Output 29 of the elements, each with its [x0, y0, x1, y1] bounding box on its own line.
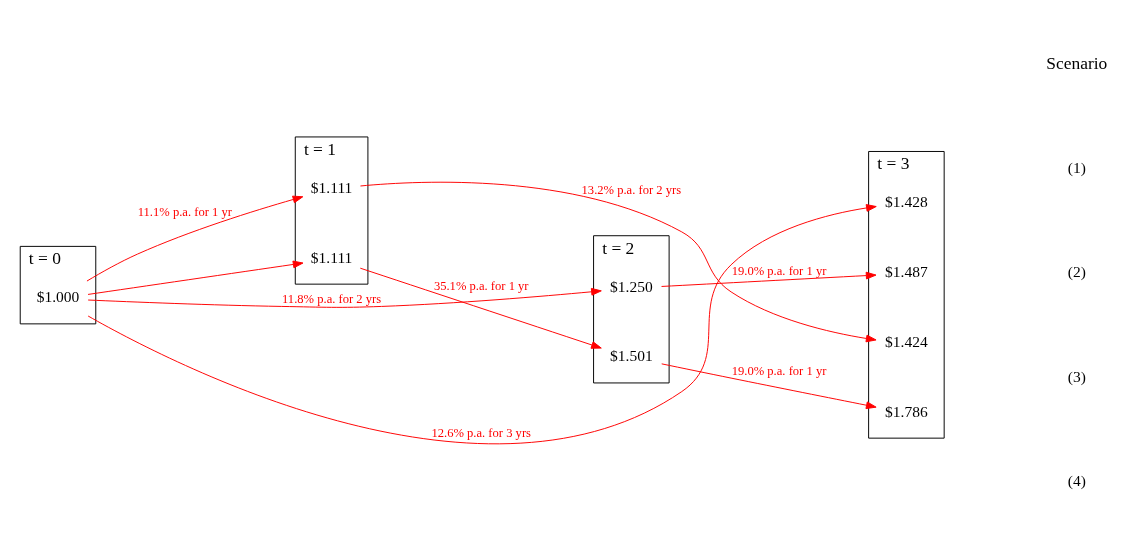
edge-label: 19.0% p.a. for 1 yr — [731, 263, 827, 278]
edge-label: 35.1% p.a. for 1 yr — [433, 279, 529, 294]
edge-label: 13.2% p.a. for 2 yrs — [581, 182, 682, 197]
arrow — [87, 287, 602, 308]
edge-label: 19.0% p.a. for 1 yr — [731, 363, 827, 378]
arrow — [360, 181, 877, 343]
node-text: $1.501 — [610, 347, 653, 365]
arrow — [87, 260, 304, 295]
node-text: $1.250 — [610, 277, 653, 295]
arrow — [86, 195, 304, 282]
node-text: $1.428 — [885, 193, 928, 211]
node-text: $1.786 — [885, 402, 928, 420]
edge-label: 11.8% p.a. for 2 yrs — [282, 291, 382, 306]
edge-label: 12.6% p.a. for 3 yrs — [431, 425, 532, 440]
node-text: $1.111 — [310, 248, 353, 266]
node-text: $1.487 — [885, 263, 928, 281]
label: (4) — [1067, 472, 1086, 490]
label: (3) — [1067, 367, 1086, 385]
label: Scenario — [1046, 52, 1108, 73]
arrow — [661, 271, 877, 287]
edge-label: 11.1% p.a. for 1 yr — [137, 204, 232, 219]
node-text: $1.111 — [310, 178, 353, 196]
node-text: $1.000 — [36, 288, 80, 306]
label: (2) — [1067, 263, 1086, 281]
arrow — [359, 267, 602, 349]
arrow — [87, 204, 877, 444]
arrow — [661, 363, 877, 410]
node-text: $1.424 — [885, 332, 928, 350]
label: (1) — [1067, 158, 1086, 176]
